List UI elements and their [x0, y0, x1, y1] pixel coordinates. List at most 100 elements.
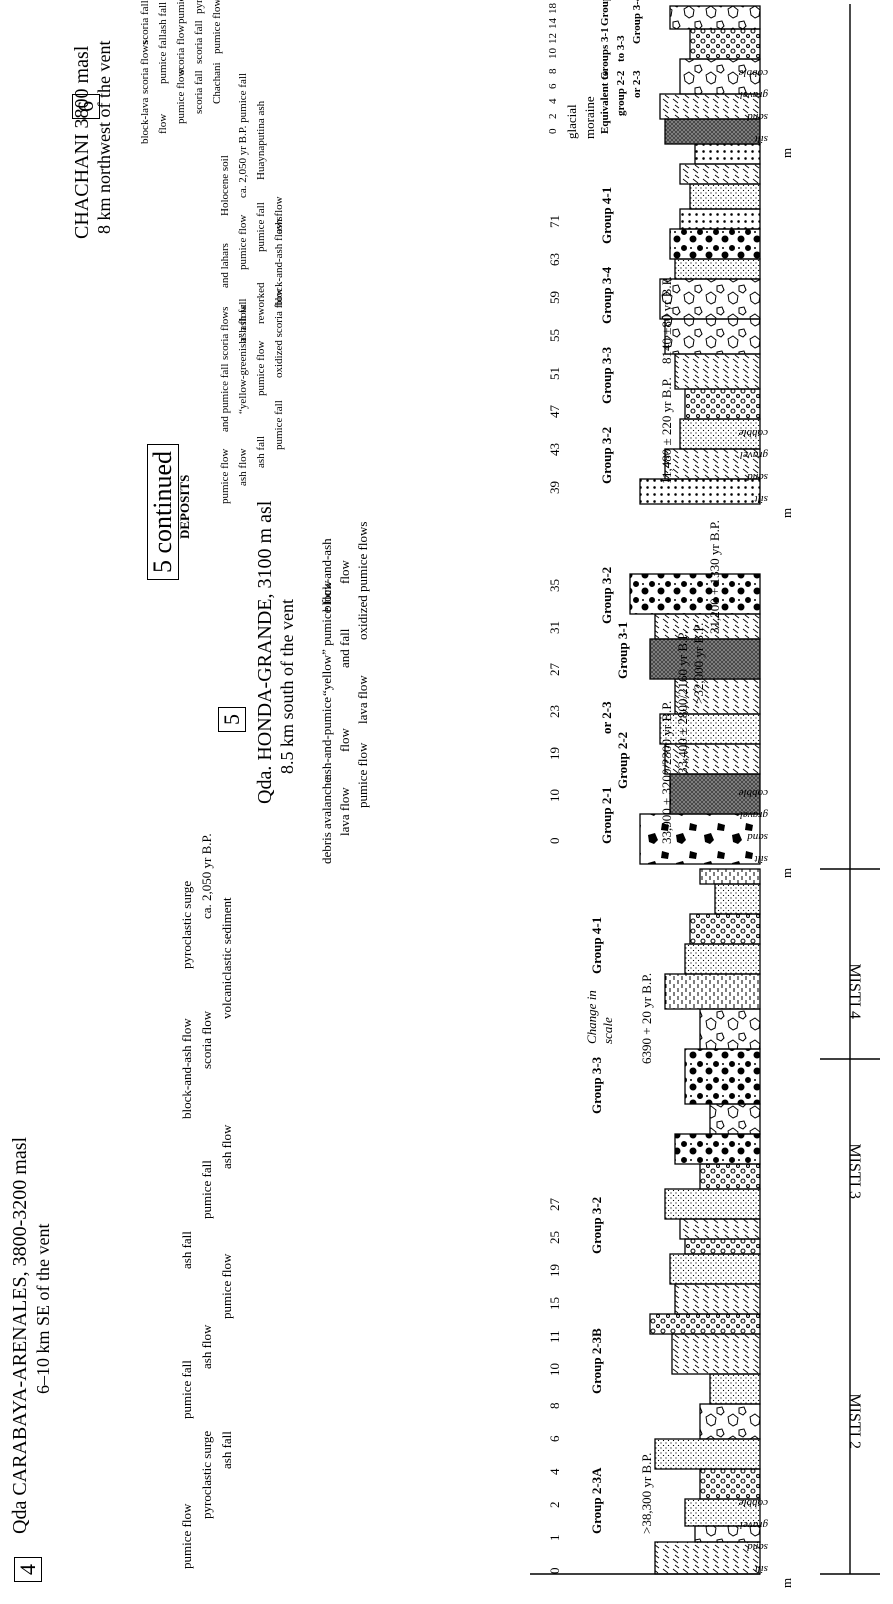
section4-layer	[700, 1009, 760, 1049]
change-in-scale: scale	[601, 1017, 614, 1044]
section4-depth-tick: 15	[548, 1297, 561, 1310]
section5-depth-tick: 35	[548, 579, 561, 592]
section4-depth-tick: 0	[548, 1568, 561, 1575]
section5-deposit: debris avalanche	[320, 777, 333, 864]
section4-deposit: pyroclastic surge	[180, 881, 193, 969]
section5-group: Group 3-2	[600, 567, 613, 624]
section5c-depth-tick: 43	[548, 443, 561, 456]
grain-scale-2: gravel	[740, 89, 768, 100]
section5-deposit: ash-and-pumice	[320, 697, 333, 780]
section5c-deposit: pumice fall	[274, 400, 285, 450]
section6-deposit: pumice flow	[212, 0, 223, 54]
grain-scale-0: silt	[755, 133, 768, 144]
section4-depth-tick: 8	[548, 1403, 561, 1410]
section6-layer	[670, 6, 760, 29]
section5c-group: Group 3-3	[600, 347, 613, 404]
section-5-number: 5	[218, 707, 246, 732]
section6-group: Group 4-1	[600, 0, 611, 26]
section5c-layer	[665, 319, 760, 354]
section5c-layer	[695, 144, 760, 164]
section-4-number: 4	[14, 1557, 42, 1582]
section4-layer	[700, 869, 760, 884]
section4-depth-tick: 19	[548, 1264, 561, 1277]
misti-2-label: MISTI 2	[846, 1393, 862, 1449]
section4-layer	[670, 1254, 760, 1284]
section6-deposit: block-lava	[140, 98, 151, 144]
section5c-layer	[680, 209, 760, 229]
section4-group: Group 2-3A	[590, 1467, 603, 1534]
section5-depth-tick: 0	[548, 838, 561, 845]
section4-group: Group 2-3B	[590, 1328, 603, 1394]
section4-depth-tick: 25	[548, 1231, 561, 1244]
grain-scale-0: silt	[755, 1563, 768, 1574]
section4-depth-tick: 11	[548, 1330, 561, 1343]
section5c-layer	[680, 164, 760, 184]
section5-depth-tick: 19	[548, 747, 561, 760]
section5c-group: Group 4-1	[600, 187, 613, 244]
section5c-deposit: and lahars	[220, 243, 231, 288]
section4-layer	[675, 1134, 760, 1164]
section6-group: Equivalent to	[600, 71, 611, 134]
section4-layer	[680, 1219, 760, 1239]
section6-depth-tick: 18	[548, 3, 559, 14]
section6-deposit: scoria fall	[194, 70, 205, 114]
section5c-depth-tick: 47	[548, 405, 561, 418]
section5c-deposit: ash flow	[274, 196, 285, 234]
section5-date: 33,900 ± 3200/2300 yr B.P.	[660, 701, 673, 844]
grain-scale-2: gravel	[740, 449, 768, 460]
section4-deposit: ca. 2,050 yr B.P.	[200, 833, 213, 919]
section5-deposit: flow	[338, 728, 351, 752]
section6-depth-tick: 2	[548, 114, 559, 120]
section4-group: Group 3-2	[590, 1197, 603, 1254]
section6-depth-tick: 12	[548, 33, 559, 44]
scale-unit: m	[780, 508, 793, 518]
section5c-deposit: ash flow	[238, 448, 249, 486]
section5-group: Group 2-2	[616, 732, 629, 789]
section6-deposit: scoria flow	[176, 25, 187, 74]
section6-deposit: pumice fall	[158, 34, 169, 84]
section6-depth-tick: 6	[548, 84, 559, 90]
glacial-moraine: moraine	[583, 96, 596, 139]
section4-deposit: ash flow	[220, 1125, 233, 1169]
section4-layer	[655, 1542, 760, 1574]
section4-deposit: pumice fall	[200, 1160, 213, 1219]
section5c-layer	[675, 354, 760, 389]
section4-layer	[675, 1284, 760, 1314]
section6-deposit: flow	[158, 114, 169, 134]
section5c-depth-tick: 39	[548, 481, 561, 494]
section4-layer	[700, 1404, 760, 1439]
section4-depth-tick: 6	[548, 1436, 561, 1443]
section5-deposit: block-and-ash	[320, 538, 333, 612]
section6-group: Groups 3-1	[600, 27, 611, 80]
section4-layer	[685, 1239, 760, 1254]
grain-scale-3: cobble	[739, 427, 768, 438]
grain-scale-2: gravel	[740, 809, 768, 820]
section4-layer	[685, 1049, 760, 1104]
section5-depth-tick: 31	[548, 621, 561, 634]
section5-date: 33,400 ± 2800/2160 yr B.P.	[676, 631, 689, 774]
section5c-group: Group 3-2	[600, 427, 613, 484]
section4-layer	[700, 1469, 760, 1499]
section5c-deposit: and pumice fall	[220, 364, 231, 432]
section5c-deposit: pumice flow	[256, 341, 267, 396]
section5-deposit: flow	[338, 560, 351, 584]
section4-layer	[715, 884, 760, 914]
section4-group: Group 3-3	[590, 1057, 603, 1114]
section4-layer	[710, 1104, 760, 1134]
section5c-deposit: scoria flows	[220, 307, 231, 360]
section5c-deposit: ash flow	[238, 304, 249, 342]
section5-layer	[630, 574, 760, 614]
section6-depth-tick: 10	[548, 48, 559, 59]
section4-layer	[655, 1439, 760, 1469]
section6-group: group 2-2	[616, 71, 627, 116]
grain-scale-2: gravel	[740, 1519, 768, 1530]
section6-depth-tick: 8	[548, 69, 559, 75]
section4-date: >38,300 yr B.P.	[640, 1453, 653, 1534]
section5-layer	[640, 814, 760, 864]
section5-group: Group 2-1	[600, 787, 613, 844]
section6-deposit: ash fall	[158, 2, 169, 34]
grain-scale-3: cobble	[739, 787, 768, 798]
section4-layer	[665, 1189, 760, 1219]
section-5-subtitle: 8.5 km south of the vent	[278, 599, 296, 774]
scale-unit: m	[780, 148, 793, 158]
